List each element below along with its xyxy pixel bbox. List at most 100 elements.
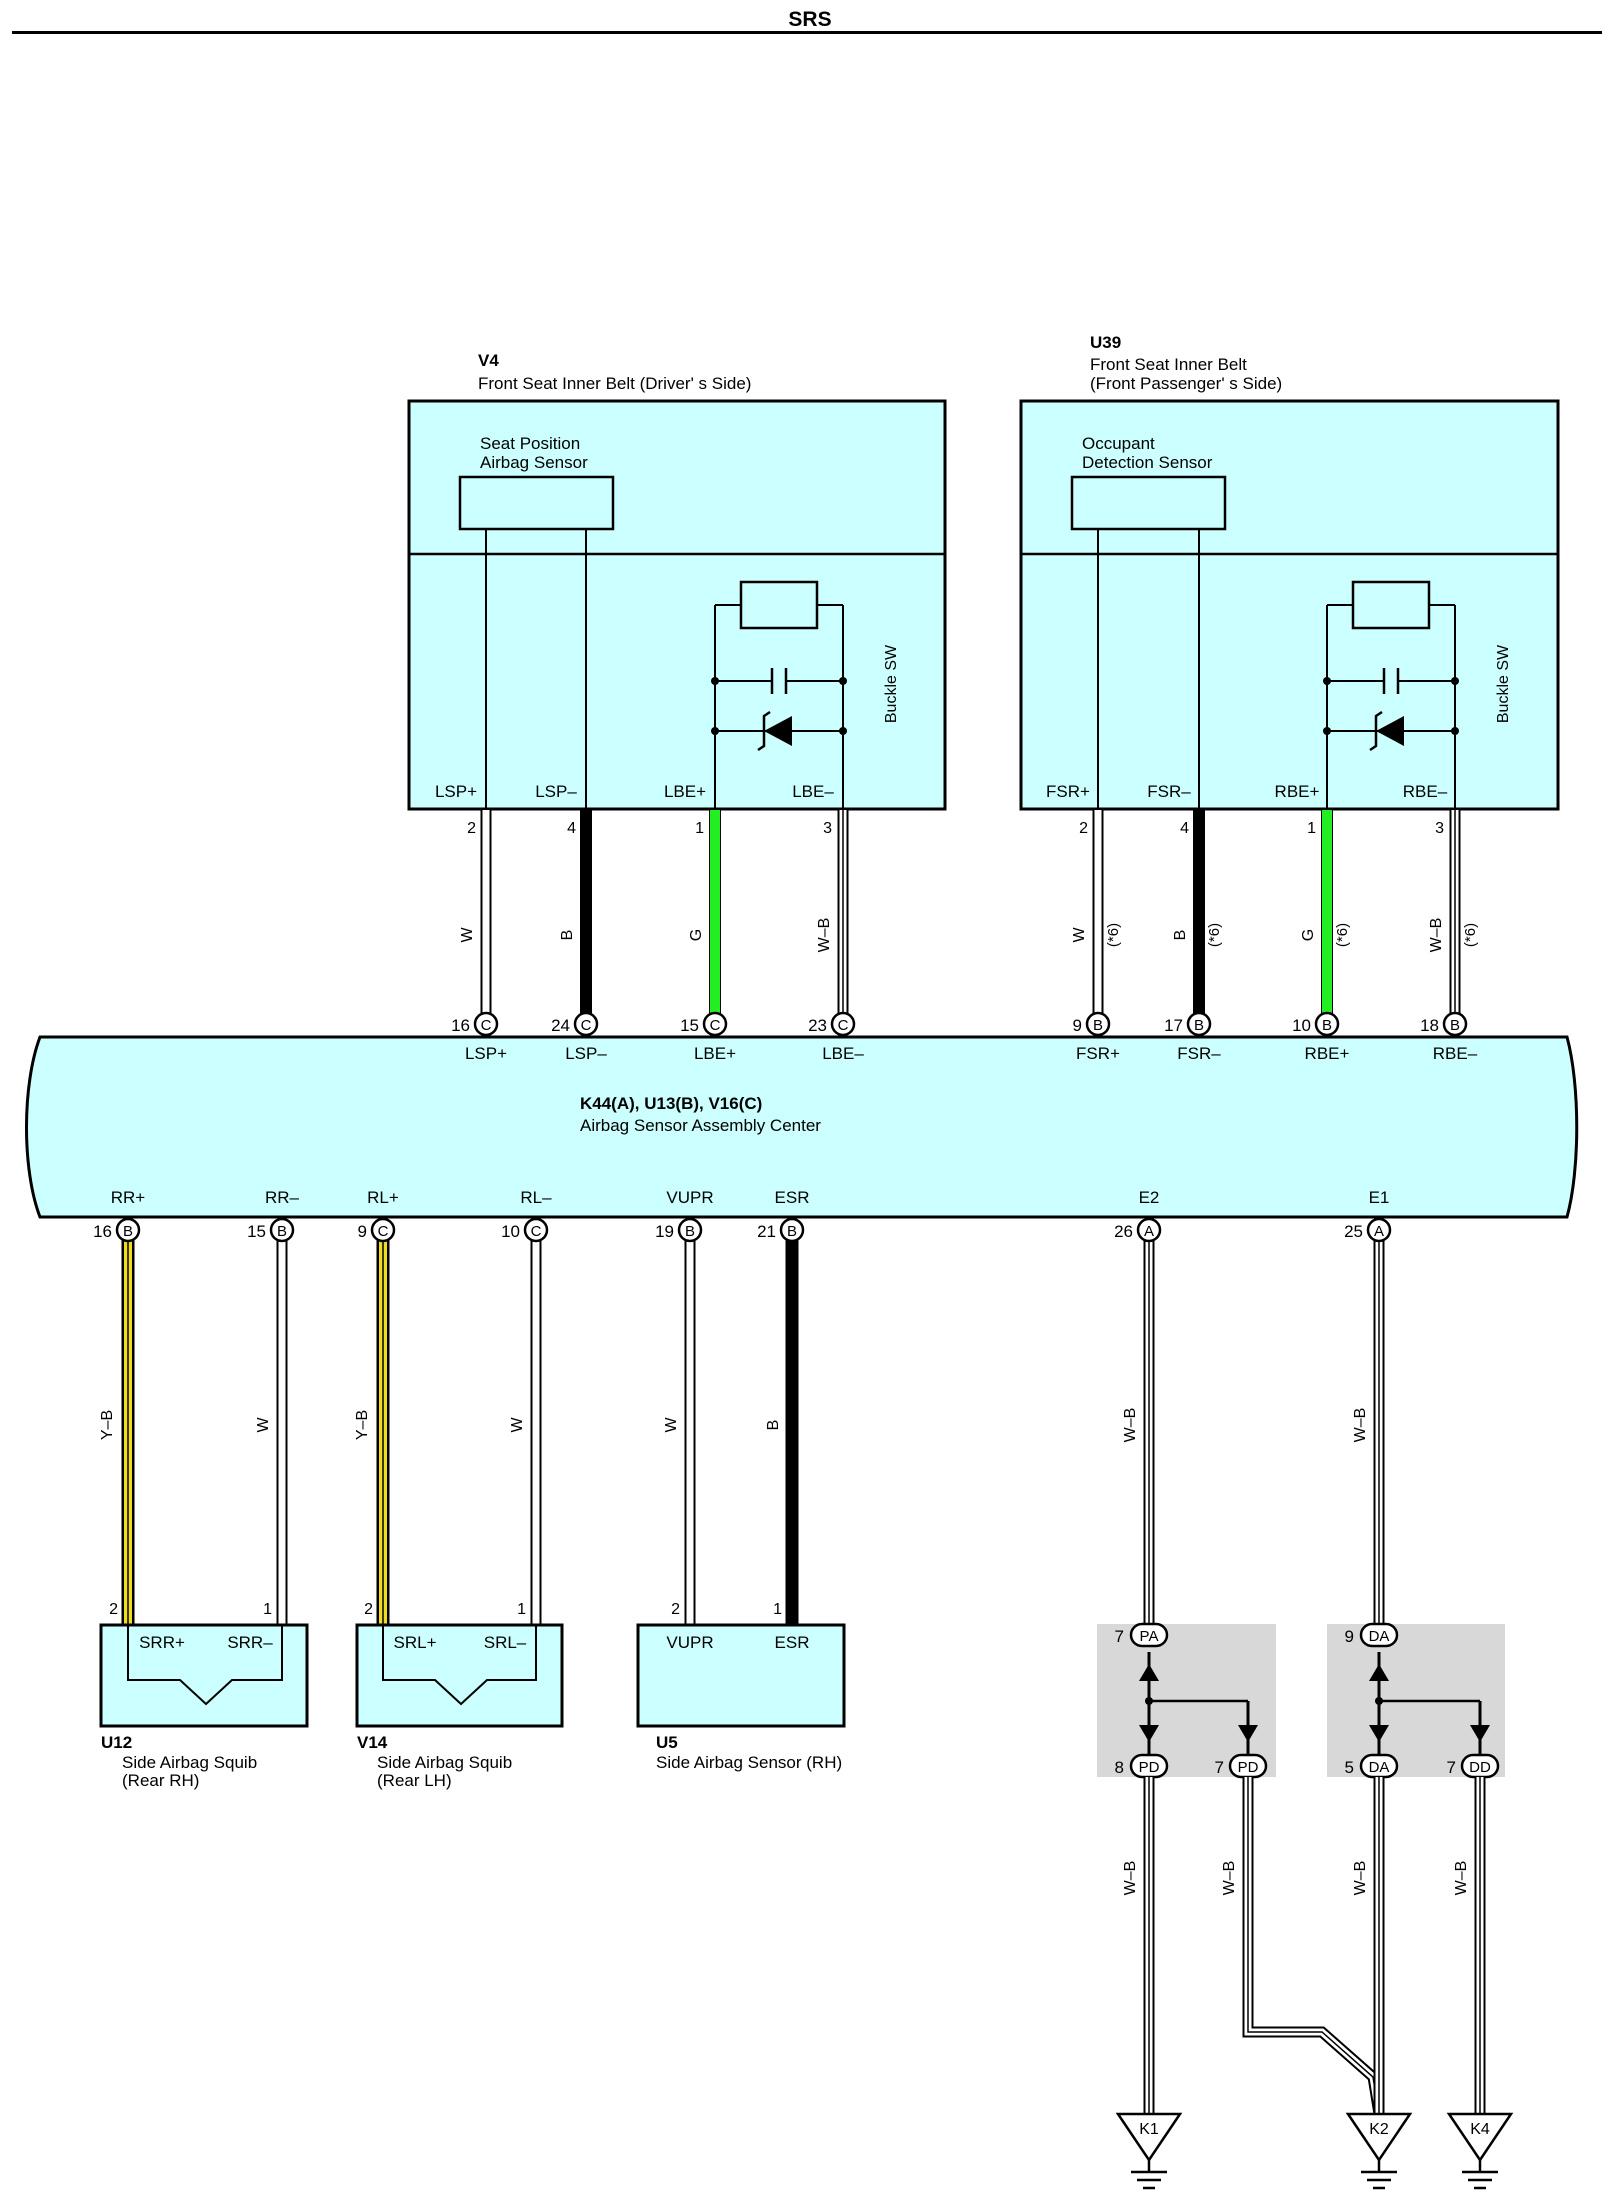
wire-pin-number: 1: [773, 1601, 782, 1618]
connector-pin-number: 9: [1073, 1016, 1082, 1035]
connector-letter: B: [1093, 1017, 1103, 1034]
connector-letter: C: [581, 1017, 592, 1034]
v4-buckle-sw-label: Buckle SW: [883, 644, 900, 723]
wire-color-label: W–B: [1428, 918, 1445, 953]
connector-pin-number: 15: [247, 1222, 266, 1241]
zener-diode-icon: [1369, 710, 1404, 752]
connector-letter: B: [1322, 1017, 1332, 1034]
u39-buckle-sw-label: Buckle SW: [1495, 644, 1512, 723]
connector-pin-number: 10: [1292, 1016, 1311, 1035]
splice-code: DD: [1469, 1759, 1491, 1776]
wire-color-label: W–B: [816, 918, 833, 953]
center-pin-label: RR–: [265, 1188, 300, 1207]
splice-code: PA: [1140, 1628, 1159, 1645]
zener-diode-icon: [757, 710, 792, 752]
center-bottom-terminals: B B C C B B A A 16 15 9 10 19 21 26 25: [93, 1217, 1392, 1243]
ground-harness: W–B W–B W–B W–B: [1122, 1777, 1486, 2115]
wire-color-label: W–B: [1122, 1408, 1139, 1443]
ground-icon: [1446, 2112, 1514, 2163]
u12-name-2: (Rear RH): [122, 1771, 199, 1790]
ground-icon: [1115, 2112, 1183, 2163]
wire-color-label: B: [765, 1420, 782, 1431]
wire-color-label: W–B: [1453, 1861, 1470, 1896]
connector-terminal: [573, 1011, 599, 1037]
wire-pin-number: 1: [517, 1601, 526, 1618]
u5-code: U5: [656, 1733, 678, 1752]
connector-pin-number: 16: [93, 1222, 112, 1241]
wire-pin-number: 2: [671, 1601, 680, 1618]
u12-pin-label: SRR–: [227, 1633, 273, 1652]
center-pin-label: LSP–: [565, 1044, 607, 1063]
wire-pin-number: 3: [1435, 820, 1444, 837]
connector-pin-number: 18: [1420, 1016, 1439, 1035]
connector-pin-number: 15: [680, 1016, 699, 1035]
u5-side-airbag-sensor: VUPR ESR U5 Side Airbag Sensor (RH): [636, 1623, 846, 1772]
connector-letter: B: [123, 1223, 133, 1240]
wire-pin-number: 2: [1079, 820, 1088, 837]
splice-pin-number: 7: [1447, 1758, 1456, 1777]
ground-k2: K2: [1345, 2112, 1413, 2190]
splice-pin-number: 9: [1345, 1627, 1354, 1646]
u5-pin-label: ESR: [775, 1633, 810, 1652]
v14-pin-label: SRL–: [484, 1633, 527, 1652]
connector-letter: C: [481, 1017, 492, 1034]
u39-name-2: (Front Passenger' s Side): [1090, 374, 1282, 393]
connector-pin-number: 19: [655, 1222, 674, 1241]
v4-pin-label: LBE–: [792, 782, 834, 801]
wire-pin-number: 1: [1307, 820, 1316, 837]
connector-letter: A: [1374, 1223, 1384, 1240]
connector-pin-number: 17: [1164, 1016, 1183, 1035]
resistor-icon: [1351, 580, 1431, 630]
capacitor-icon: [1382, 668, 1400, 694]
squib-icon: [127, 1625, 283, 1706]
v4-sensor-label-2: Airbag Sensor: [480, 453, 588, 472]
v4-pin-label: LSP–: [535, 782, 577, 801]
wire-color-label: Y–B: [99, 1410, 116, 1440]
capacitor-icon: [770, 668, 788, 694]
center-pin-label: RL–: [520, 1188, 552, 1207]
u12-side-airbag-squib: SRR+ SRR– U12 Side Airbag Squib (Rear RH…: [99, 1623, 309, 1790]
connector-terminal: [702, 1011, 728, 1037]
ground-icon: [1345, 2112, 1413, 2163]
splice-code: PD: [1139, 1759, 1160, 1776]
connector-pin-number: 24: [551, 1016, 570, 1035]
wire-color-label: W: [509, 1417, 526, 1433]
connector-letter: B: [685, 1223, 695, 1240]
splice-pin-number: 7: [1215, 1758, 1224, 1777]
center-pin-label: VUPR: [666, 1188, 713, 1207]
wire-color-label: W: [663, 1417, 680, 1433]
u39-pin-label: FSR+: [1046, 782, 1090, 801]
wire-pin-number: 2: [364, 1601, 373, 1618]
u12-pin-label: SRR+: [139, 1633, 185, 1652]
center-box: [25, 1035, 1579, 1219]
center-pin-label: E2: [1139, 1188, 1160, 1207]
center-pin-label: RBE+: [1305, 1044, 1350, 1063]
ground-label: K1: [1139, 2121, 1159, 2138]
center-pin-label: LBE+: [694, 1044, 736, 1063]
wire-color-label: W: [1071, 927, 1088, 943]
connector-pin-number: 16: [451, 1016, 470, 1035]
splice-right: DA DA DD 9 5 7: [1327, 1622, 1505, 1779]
u39-pin-label: RBE–: [1403, 782, 1448, 801]
v4-sensor-label-1: Seat Position: [480, 434, 580, 453]
title-rule: [12, 31, 1602, 34]
center-pin-label: LSP+: [465, 1044, 507, 1063]
u39-sensor-label-2: Detection Sensor: [1082, 453, 1213, 472]
splice-pin-number: 7: [1115, 1627, 1124, 1646]
v14-pin-label: SRL+: [394, 1633, 437, 1652]
connector-letter: C: [838, 1017, 849, 1034]
center-code: K44(A), U13(B), V16(C): [580, 1094, 762, 1113]
splice-code: DA: [1369, 1759, 1390, 1776]
v14-code: V14: [357, 1733, 388, 1752]
connector-pin-number: 9: [358, 1222, 367, 1241]
center-pin-label: RL+: [367, 1188, 399, 1207]
connector-terminal: [473, 1011, 499, 1037]
airbag-sensor-assembly-center: LSP+ LSP– LBE+ LBE– FSR+ FSR– RBE+ RBE– …: [25, 1035, 1579, 1219]
u39-name-1: Front Seat Inner Belt: [1090, 355, 1247, 374]
center-pin-label: LBE–: [822, 1044, 864, 1063]
u39-module: U39 Front Seat Inner Belt (Front Passeng…: [1019, 333, 1560, 811]
v4-module: V4 Front Seat Inner Belt (Driver' s Side…: [407, 351, 947, 811]
connector-letter: B: [1194, 1017, 1204, 1034]
wire-pin-number: 2: [109, 1601, 118, 1618]
